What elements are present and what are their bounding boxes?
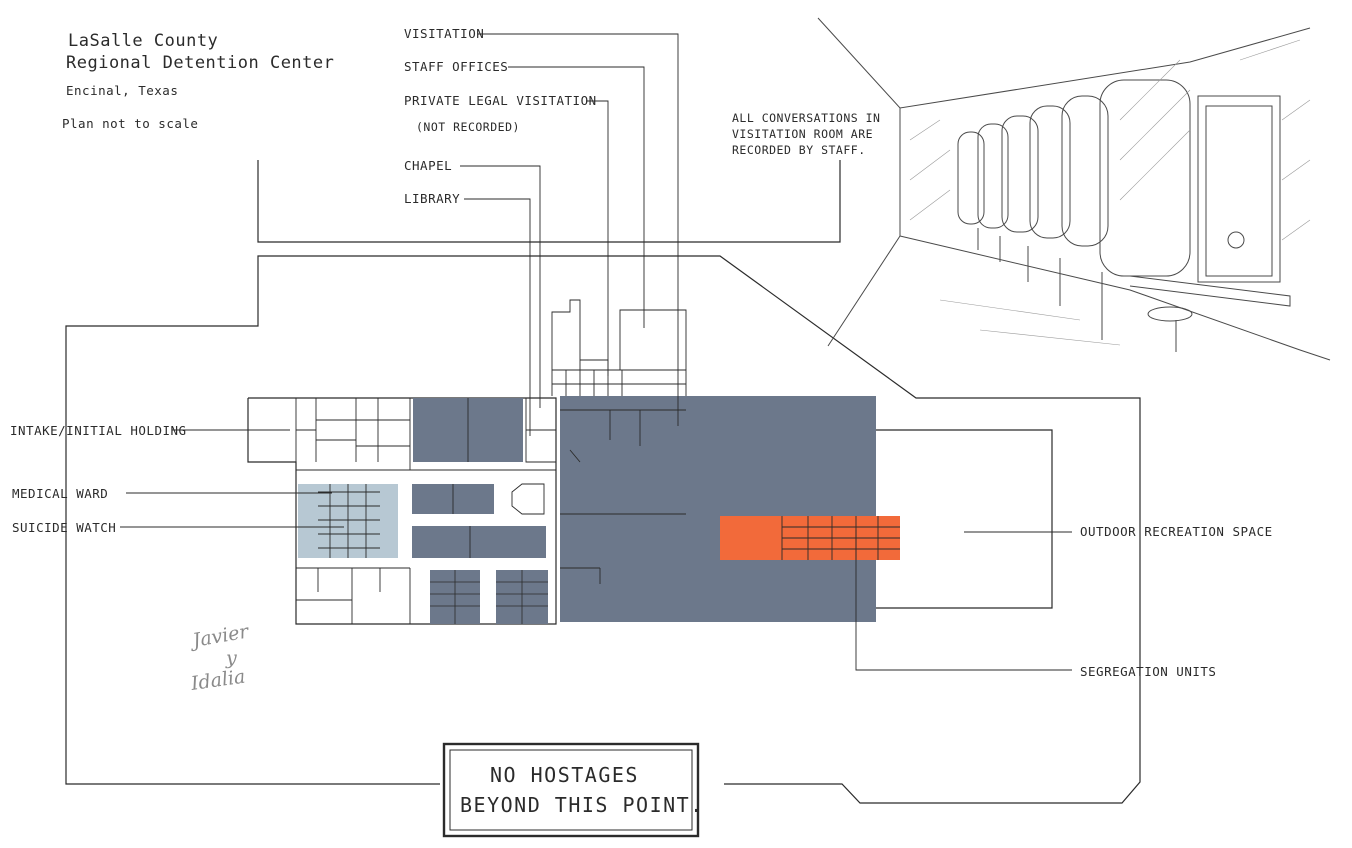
label-suicide-watch: SUICIDE WATCH [12,520,116,535]
visitation-room-sketch: ALL CONVERSATIONS IN VISITATION ROOM ARE… [732,17,1331,361]
site-boundary [65,255,1141,804]
sketch-note-line-2: VISITATION ROOM ARE [732,127,873,141]
title-line-1: LaSalle County [68,31,218,51]
leader-lines [120,33,1072,671]
label-intake: INTAKE/INITIAL HOLDING [10,423,187,438]
signature-line-2: y [225,647,237,669]
warning-sign: NO HOSTAGES BEYOND THIS POINT. [442,742,704,838]
artist-signature: Javier y Idalia [187,620,252,695]
header-block: LaSalle County Regional Detention Center… [62,31,334,131]
slate-room-mid-2 [412,526,546,558]
sign-line-2: BEYOND THIS POINT. [460,793,704,817]
label-visitation: VISITATION [404,26,484,41]
label-chapel: CHAPEL [404,158,452,173]
sketch-note-line-3: RECORDED BY STAFF. [732,143,866,157]
main-housing-block [560,396,876,622]
signature-line-3: Idalia [189,666,247,696]
building-plan [247,299,1053,625]
label-segregation-units: SEGREGATION UNITS [1080,664,1216,679]
sketch-note-line-1: ALL CONVERSATIONS IN [732,111,880,125]
label-staff-offices: STAFF OFFICES [404,59,508,74]
signature-line-1: Javier [187,620,252,652]
label-library: LIBRARY [404,191,460,206]
sign-line-1: NO HOSTAGES [490,763,639,787]
label-outdoor-recreation: OUTDOOR RECREATION SPACE [1080,524,1273,539]
title-line-2: Regional Detention Center [66,53,334,73]
label-private-legal-visitation: PRIVATE LEGAL VISITATION [404,93,597,108]
label-not-recorded: (NOT RECORDED) [416,120,520,134]
upper-bracket [257,160,841,243]
scale-note: Plan not to scale [62,116,198,131]
label-medical-ward: MEDICAL WARD [12,486,108,501]
location-text: Encinal, Texas [66,83,178,98]
